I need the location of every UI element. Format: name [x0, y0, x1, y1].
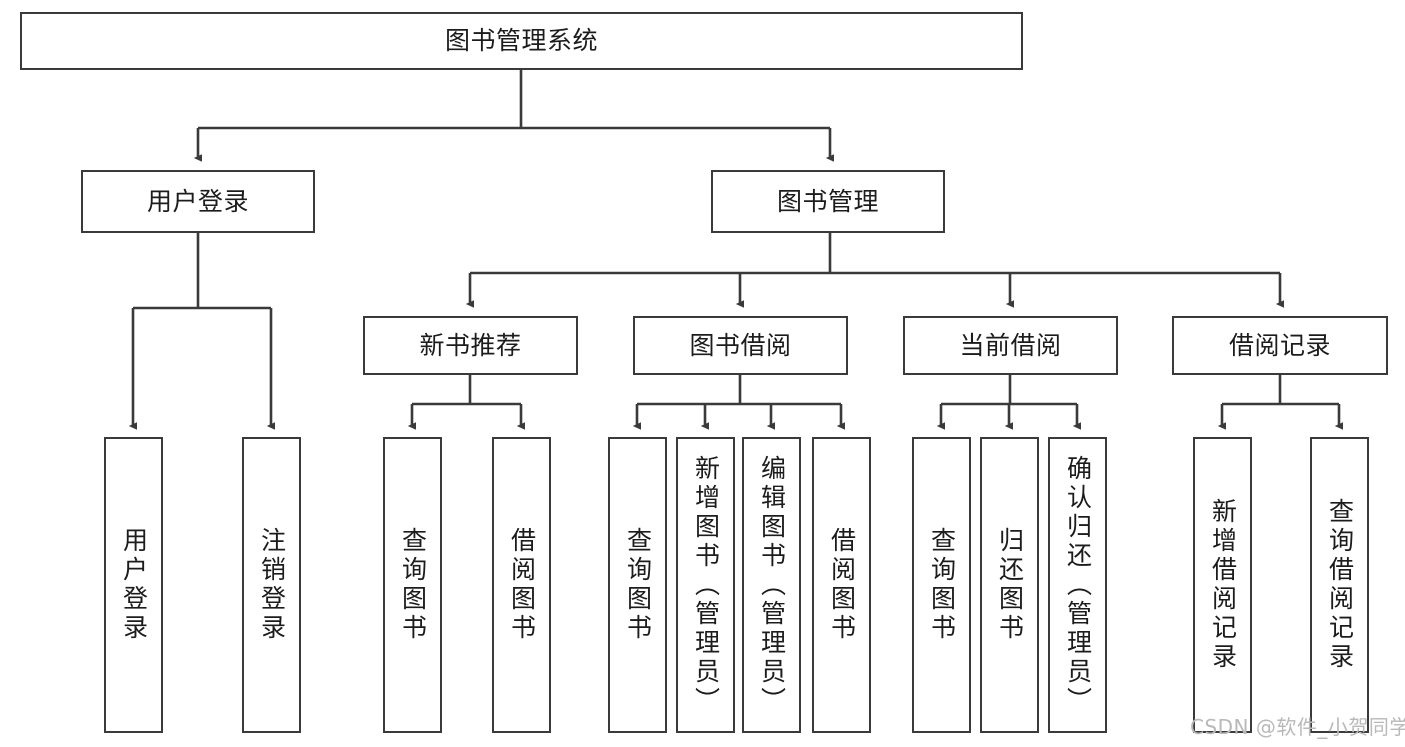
- node-label: 图书管理系统: [444, 26, 598, 56]
- node-leaf-confirm-return[interactable]: 确认归还（管理员）: [1048, 437, 1107, 733]
- node-label: 归还图书: [995, 527, 1025, 643]
- node-leaf-borrow-book-1[interactable]: 借阅图书: [492, 437, 551, 733]
- node-user-login[interactable]: 用户登录: [81, 170, 315, 233]
- node-leaf-query-book-1[interactable]: 查询图书: [383, 437, 442, 733]
- node-leaf-query-record[interactable]: 查询借阅记录: [1310, 437, 1369, 733]
- node-current-borrow[interactable]: 当前借阅: [903, 316, 1118, 375]
- node-label: 借阅图书: [507, 527, 537, 643]
- node-label: 查询图书: [398, 527, 428, 643]
- watermark-text: CSDN @软件_小贺同学: [1190, 715, 1405, 739]
- node-leaf-query-book-2[interactable]: 查询图书: [608, 437, 667, 733]
- node-root-book-management-system[interactable]: 图书管理系统: [20, 12, 1023, 70]
- node-label: 当前借阅: [959, 330, 1062, 360]
- node-leaf-add-book[interactable]: 新增图书（管理员）: [676, 437, 735, 733]
- node-borrow-record[interactable]: 借阅记录: [1172, 316, 1388, 375]
- node-label: 查询借阅记录: [1325, 498, 1355, 672]
- node-leaf-add-record[interactable]: 新增借阅记录: [1193, 437, 1252, 733]
- node-label: 新书推荐: [419, 330, 522, 360]
- node-label: 新增图书（管理员）: [691, 454, 721, 716]
- node-new-book-recommend[interactable]: 新书推荐: [363, 316, 578, 375]
- node-label: 借阅记录: [1228, 330, 1331, 360]
- node-leaf-return-book[interactable]: 归还图书: [980, 437, 1039, 733]
- node-label: 用户登录: [146, 186, 249, 216]
- node-label: 查询图书: [927, 527, 957, 643]
- node-label: 查询图书: [623, 527, 653, 643]
- node-book-management[interactable]: 图书管理: [711, 170, 945, 233]
- node-label: 图书管理: [776, 186, 879, 216]
- node-label: 图书借阅: [689, 330, 792, 360]
- node-leaf-edit-book[interactable]: 编辑图书（管理员）: [742, 437, 801, 733]
- node-label: 确认归还（管理员）: [1063, 454, 1093, 716]
- node-leaf-logout-login[interactable]: 注销登录: [242, 437, 301, 733]
- node-label: 借阅图书: [827, 527, 857, 643]
- node-book-borrow[interactable]: 图书借阅: [633, 316, 848, 375]
- node-leaf-borrow-book-2[interactable]: 借阅图书: [812, 437, 871, 733]
- node-label: 用户登录: [119, 527, 149, 643]
- node-leaf-query-book-3[interactable]: 查询图书: [912, 437, 971, 733]
- node-label: 编辑图书（管理员）: [757, 454, 787, 716]
- node-label: 注销登录: [257, 527, 287, 643]
- node-leaf-user-login[interactable]: 用户登录: [104, 437, 163, 733]
- node-label: 新增借阅记录: [1208, 498, 1238, 672]
